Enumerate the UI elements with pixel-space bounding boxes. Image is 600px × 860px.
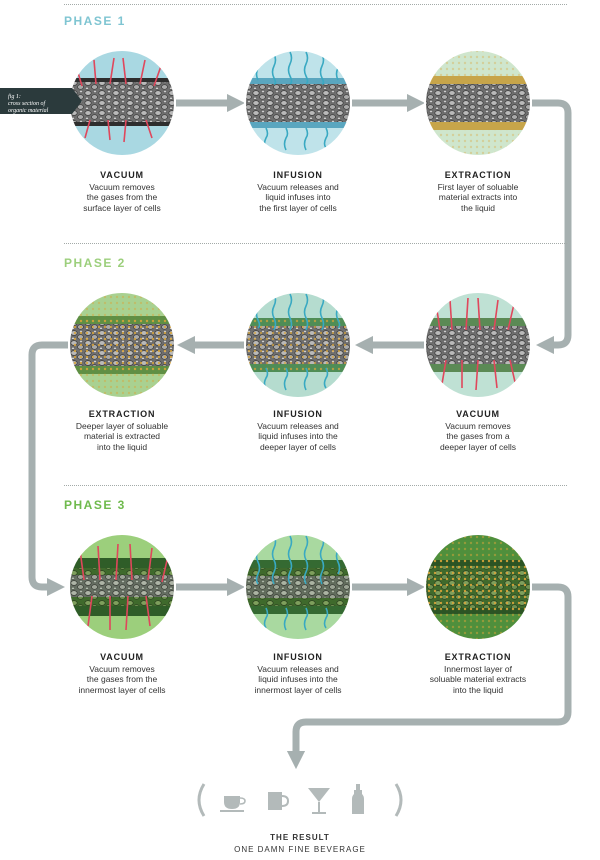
fig-label-line3: organic material (8, 108, 48, 115)
step-title: EXTRACTION (413, 170, 543, 181)
step-desc-line: surface layer of cells (57, 203, 187, 214)
fig-label-line1: fig 1: (8, 94, 48, 101)
step-desc-line: Vacuum removes (57, 664, 187, 675)
step-desc-line: liquid infuses into the (233, 431, 363, 442)
step-desc-line: Vacuum removes (413, 421, 543, 432)
caption-phase2-vacuum: VACUUM Vacuum removes the gases from a d… (413, 409, 543, 452)
step-title: VACUUM (57, 170, 187, 181)
coffee-cup-icon (220, 796, 245, 812)
right-paren-icon (396, 784, 401, 816)
step-title: EXTRACTION (57, 409, 187, 420)
caption-phase1-extraction: EXTRACTION First layer of soluable mater… (413, 170, 543, 213)
step-title: INFUSION (233, 409, 363, 420)
step-desc-line: the gases from the (57, 674, 187, 685)
step-desc-line: material is extracted (57, 431, 187, 442)
step-title: VACUUM (57, 652, 187, 663)
step-desc-line: deeper layer of cells (233, 442, 363, 453)
result-icons (190, 780, 410, 820)
mug-icon (268, 792, 288, 810)
step-desc-line: Vacuum releases and (233, 421, 363, 432)
step-desc-line: soluable material extracts (413, 674, 543, 685)
step-desc-line: liquid infuses into (233, 192, 363, 203)
step-desc-line: deeper layer of cells (413, 442, 543, 453)
step-title: INFUSION (233, 170, 363, 181)
step-desc-line: liquid infuses into the (233, 674, 363, 685)
phase-2-title: PHASE 2 (64, 256, 126, 270)
step-desc-line: Deeper layer of soluable (57, 421, 187, 432)
phase-1-title: PHASE 1 (64, 14, 126, 28)
step-desc-line: material extracts into (413, 192, 543, 203)
step-desc-line: innermost layer of cells (57, 685, 187, 696)
caption-phase2-extraction: EXTRACTION Deeper layer of soluable mate… (57, 409, 187, 452)
left-paren-icon (199, 784, 204, 816)
caption-phase2-infusion: INFUSION Vacuum releases and liquid infu… (233, 409, 363, 452)
step-desc-line: the gases from a (413, 431, 543, 442)
step-desc-line: Vacuum releases and (233, 664, 363, 675)
step-desc-line: into the liquid (413, 685, 543, 696)
divider-phase2 (64, 243, 567, 244)
divider-top (64, 4, 567, 5)
step-desc-line: the first layer of cells (233, 203, 363, 214)
step-desc-line: First layer of soluable (413, 182, 543, 193)
bottle-icon (352, 784, 364, 814)
arrow-1c-2c (532, 103, 568, 345)
phase-3-title: PHASE 3 (64, 498, 126, 512)
step-title: EXTRACTION (413, 652, 543, 663)
step-desc-line: Vacuum removes (57, 182, 187, 193)
caption-phase1-infusion: INFUSION Vacuum releases and liquid infu… (233, 170, 363, 213)
step-title: INFUSION (233, 652, 363, 663)
step-desc-line: into the liquid (57, 442, 187, 453)
caption-phase3-extraction: EXTRACTION Innermost layer of soluable m… (413, 652, 543, 695)
cocktail-glass-icon (308, 788, 330, 814)
step-desc-line: Vacuum releases and (233, 182, 363, 193)
step-title: VACUUM (413, 409, 543, 420)
result-title: THE RESULT (0, 833, 600, 842)
caption-phase3-vacuum: VACUUM Vacuum removes the gases from the… (57, 652, 187, 695)
result-subtitle: ONE DAMN FINE BEVERAGE (0, 845, 600, 854)
step-desc-line: Innermost layer of (413, 664, 543, 675)
divider-phase3 (64, 485, 567, 486)
caption-phase3-infusion: INFUSION Vacuum releases and liquid infu… (233, 652, 363, 695)
fig-label: fig 1: cross section of organic material (0, 87, 82, 115)
step-desc-line: innermost layer of cells (233, 685, 363, 696)
caption-phase1-vacuum: VACUUM Vacuum removes the gases from the… (57, 170, 187, 213)
fig-label-line2: cross section of (8, 101, 48, 108)
step-desc-line: the gases from the (57, 192, 187, 203)
arrow-2a-3a (32, 345, 68, 587)
step-desc-line: the liquid (413, 203, 543, 214)
